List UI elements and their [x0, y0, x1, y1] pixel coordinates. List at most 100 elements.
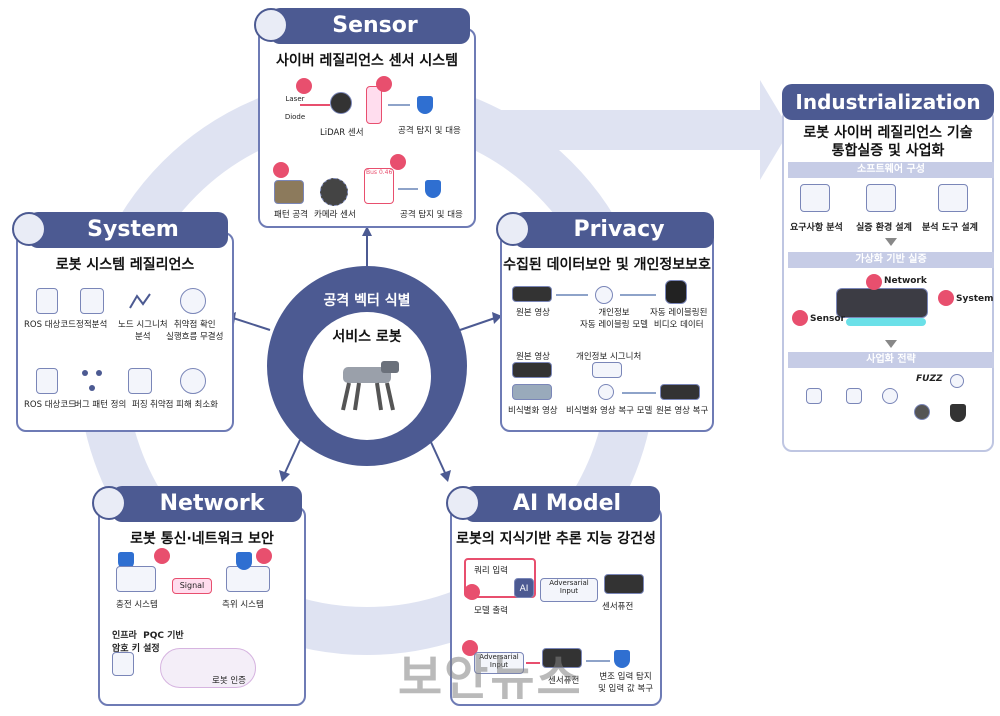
- ai-title: 로봇의 지식기반 추론 지능 강건성: [456, 531, 656, 547]
- privacy-tab[interactable]: Privacy: [514, 212, 714, 248]
- flow-arrow: [620, 294, 656, 296]
- detect-label-2: 공격 탐지 및 대응: [400, 210, 463, 220]
- devil-icon: [376, 76, 392, 92]
- network-tracking: 측위 시스템: [222, 600, 264, 610]
- biz-analysis-icon: [846, 388, 862, 404]
- shield-icon: [417, 96, 433, 114]
- privacy-raw-video-2: 원본 영상: [516, 352, 550, 362]
- database-icon: [665, 280, 687, 304]
- analysis-tool-icon: [938, 184, 968, 212]
- sw-section-header: 소프트웨어 구성: [788, 162, 994, 178]
- robot-base-light: [846, 318, 926, 326]
- lidar-icon: [330, 92, 352, 114]
- center-title: 공격 벡터 식별: [323, 293, 411, 309]
- flow-arrow: [388, 104, 410, 106]
- attack-loop-frame: [464, 558, 536, 598]
- network-title: 로봇 통신·네트워크 보안: [130, 531, 274, 547]
- flow-arrow: [398, 188, 418, 190]
- network-infra: 인프라 PQC 기반 암호 키 설정: [112, 631, 184, 654]
- robot-network-cluster: [160, 648, 256, 688]
- code-file-icon: [36, 288, 58, 314]
- shield-icon: [950, 404, 966, 422]
- devil-icon: [154, 548, 170, 564]
- restored-film-icon: [660, 384, 700, 400]
- pattern-label: 패턴 공격: [274, 210, 308, 220]
- sw-item-3: 분석 도구 설계: [922, 223, 978, 233]
- requirements-icon: [800, 184, 830, 212]
- ai-adv-input-2: Adversarial Input: [474, 652, 524, 674]
- lidar-label: LiDAR 센서: [320, 128, 364, 138]
- sw-item-2: 실증 환경 설계: [856, 223, 912, 233]
- attack-arrow: [526, 662, 540, 664]
- ai-fusion: 센서퓨전: [602, 602, 634, 612]
- industrialization-tab[interactable]: Industrialization: [782, 84, 994, 120]
- privacy-title: 수집된 데이터보안 및 개인정보보호: [503, 257, 711, 273]
- fuzzing-icon: [128, 368, 152, 394]
- virtual-section-header: 가상화 기반 실증: [788, 252, 994, 268]
- system-row1-item4: 취약점 확인 실행흐름 무결성: [166, 320, 224, 342]
- industrialization-title: 로봇 사이버 레질리언스 기술 통합실증 및 사업화: [803, 125, 973, 159]
- system-row2-item2: 버그 패턴 정의: [74, 400, 127, 410]
- shield-icon: [425, 180, 441, 198]
- privacy-anon-video: 비식별화 영상: [508, 406, 558, 416]
- devil-icon: [464, 584, 480, 600]
- ai-detect: 변조 입력 탐지 및 입력 값 복구: [598, 672, 654, 694]
- ai-query: 쿼리 입력: [474, 566, 508, 576]
- ai-chip-label: AI: [514, 578, 534, 598]
- bus-label: Bus 0.46: [366, 169, 393, 176]
- code-file-icon: [36, 368, 58, 394]
- bug-icon: [950, 374, 964, 388]
- system-row2-item1: ROS 대상코드: [24, 400, 76, 410]
- camera-label: 카메라 센서: [314, 210, 356, 220]
- biz-code-icon: [806, 388, 822, 404]
- restore-gear-icon: [598, 384, 614, 400]
- sw-item-1: 요구사항 분석: [790, 223, 843, 233]
- flow-arrow: [586, 660, 610, 662]
- flow-arrow: [622, 392, 656, 394]
- network-auth: 로봇 인증: [212, 676, 246, 686]
- ai-fusion-2: 센서퓨전: [548, 676, 580, 686]
- privacy-labeled-data: 자동 레이블링된 비디오 데이터: [650, 308, 708, 330]
- biz-section-header: 사업화 전략: [788, 352, 994, 368]
- bug-shield-icon: [180, 368, 206, 394]
- gps-map-icon: [226, 566, 270, 592]
- shield-icon: [236, 552, 252, 570]
- film-strip-icon: [512, 362, 552, 378]
- virtual-network: Network: [884, 276, 927, 286]
- static-analysis-icon: [80, 288, 104, 314]
- devil-icon: [462, 640, 478, 656]
- monitor-icon: [866, 184, 896, 212]
- system-tab[interactable]: System: [28, 212, 228, 248]
- model-gear-icon: [595, 286, 613, 304]
- biz-gear-icon: [914, 404, 930, 420]
- server-icon: [112, 652, 134, 676]
- anon-film-icon: [512, 384, 552, 400]
- biz-graph-icon: [882, 388, 898, 404]
- bug-check-icon: [180, 288, 206, 314]
- fuzz-label: FUZZ: [916, 374, 943, 384]
- ai-tab[interactable]: AI Model: [464, 486, 660, 522]
- system-row1-item2: 정적분석: [76, 320, 108, 330]
- system-row1-item1: ROS 대상코드: [24, 320, 76, 330]
- down-arrow-icon: [885, 340, 897, 348]
- shield-icon: [118, 552, 134, 570]
- ai-chip-icon: [446, 486, 480, 520]
- privacy-restored: 원본 영상 복구: [656, 406, 709, 416]
- lock-icon: [496, 212, 530, 246]
- privacy-raw-video: 원본 영상: [516, 308, 550, 318]
- router-icon: [92, 486, 126, 520]
- system-row2-item3: 퍼징: [132, 400, 148, 410]
- eye-icon: [254, 8, 288, 42]
- node-graph-icon: [128, 290, 152, 312]
- virtual-sensor: Sensor: [810, 314, 845, 324]
- network-tab[interactable]: Network: [112, 486, 302, 522]
- robot-dog-image: [341, 361, 399, 411]
- devil-icon: [792, 310, 808, 326]
- sensor-fusion-icon: [604, 574, 644, 594]
- devil-icon: [390, 154, 406, 170]
- sensor-tab[interactable]: Sensor: [270, 8, 470, 44]
- privacy-signature: 개인정보 시그니처: [576, 352, 642, 362]
- center-subtitle: 서비스 로봇: [332, 329, 402, 345]
- pattern-tree-icon: [80, 368, 104, 394]
- gear-icon: [12, 212, 46, 246]
